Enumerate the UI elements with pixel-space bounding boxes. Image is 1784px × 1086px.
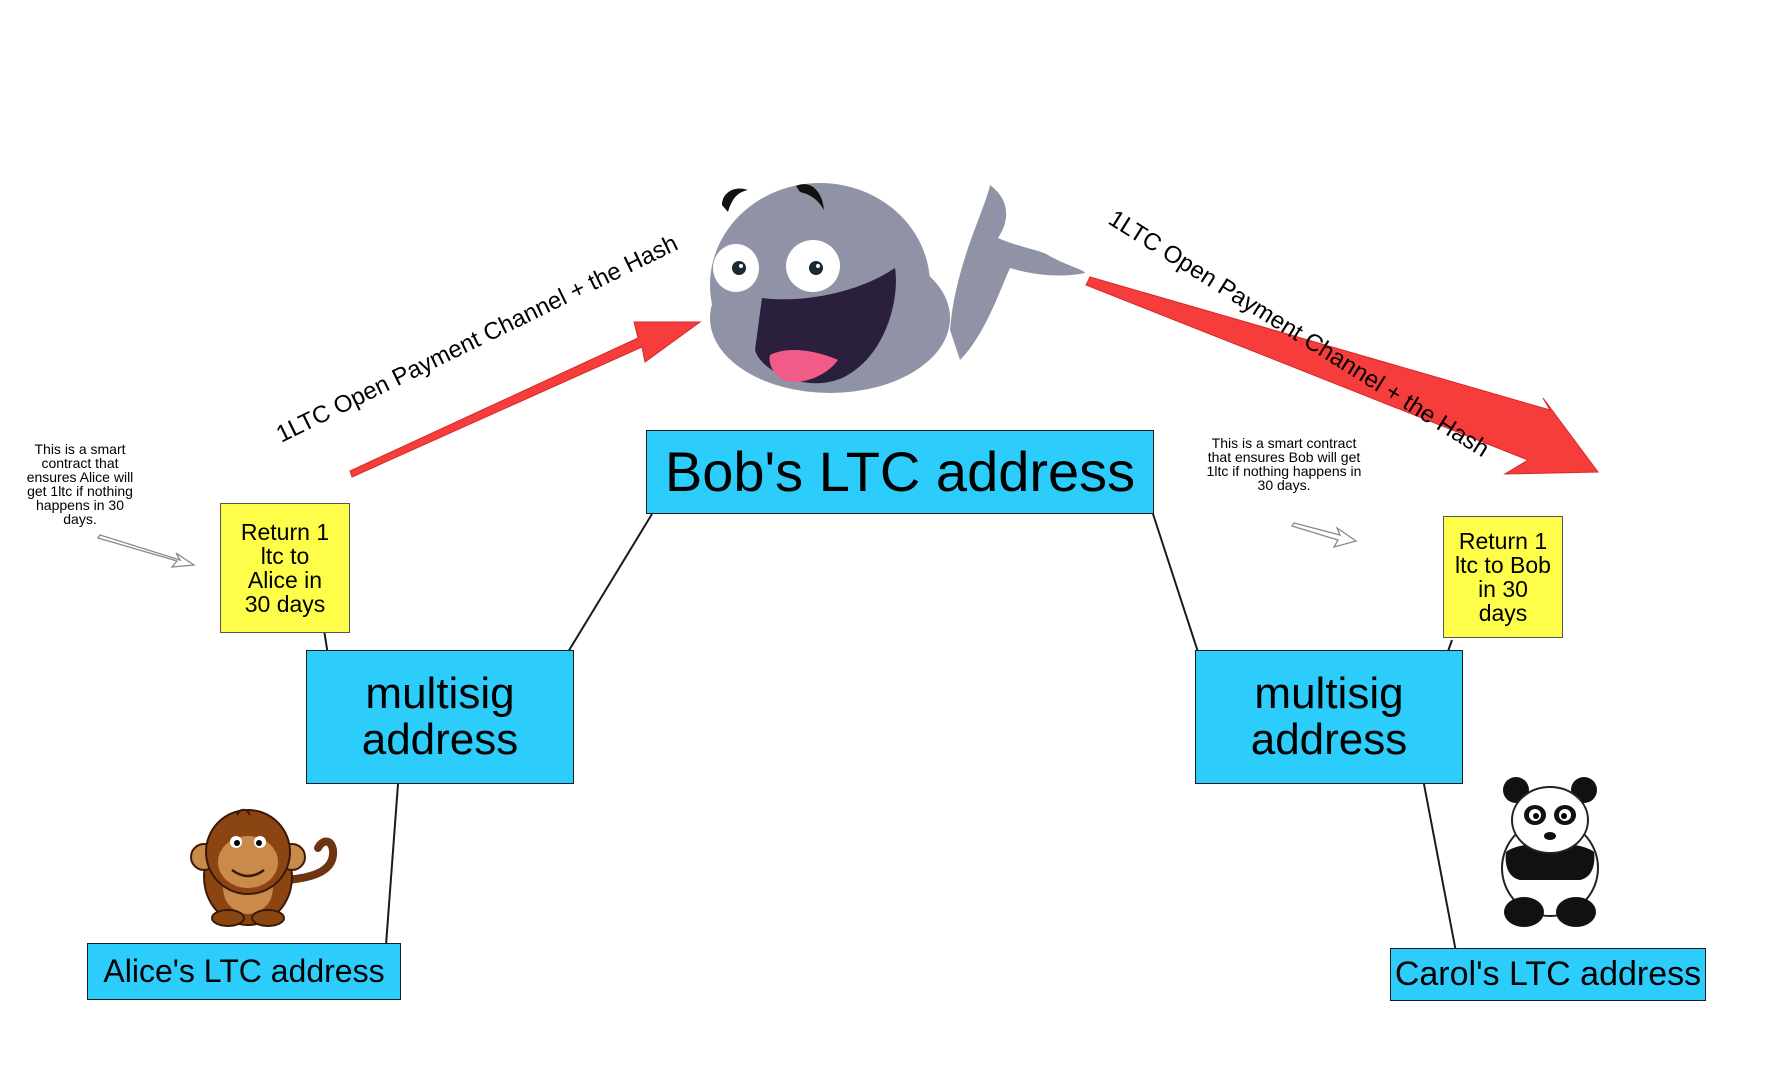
monkey-icon [190,808,338,927]
right-smart-contract-note: This is a smart contract that ensures Bo… [1206,435,1362,493]
right-note-pointer-arrow [1290,522,1358,549]
right-contract-label: Return 1 ltc to Bob in 30 days [1455,527,1551,627]
left-contract-label: Return 1 ltc to Alice in 30 days [240,518,330,618]
carol-ltc-address-box: Carol's LTC address [1390,948,1706,1001]
connector-right-multisig-to-bob [1152,513,1199,653]
left-multisig-label: multisig address [361,668,519,764]
left-note-pointer-arrow [96,534,196,568]
connector-left-multisig-to-alice [385,783,399,946]
alice-ltc-address-label: Alice's LTC address [103,952,385,989]
connector-left-multisig-to-bob [567,513,653,653]
left-multisig-box: multisig address [306,650,574,784]
right-payment-arrow [1085,276,1599,475]
whale-icon [710,183,1085,393]
left-smart-contract-note: This is a smart contract that ensures Al… [26,441,134,527]
right-multisig-label: multisig address [1250,668,1408,764]
carol-ltc-address-label: Carol's LTC address [1394,954,1702,993]
right-multisig-box: multisig address [1195,650,1463,784]
alice-ltc-address-box: Alice's LTC address [87,943,401,1000]
connector-right-multisig-to-carol [1422,778,1457,953]
right-contract-note: Return 1 ltc to Bob in 30 days [1443,516,1563,638]
bob-ltc-address-label: Bob's LTC address [664,439,1136,503]
panda-icon [1501,777,1599,927]
bob-ltc-address-box: Bob's LTC address [646,430,1154,514]
left-payment-arrow [349,321,702,478]
left-contract-note: Return 1 ltc to Alice in 30 days [220,503,350,633]
